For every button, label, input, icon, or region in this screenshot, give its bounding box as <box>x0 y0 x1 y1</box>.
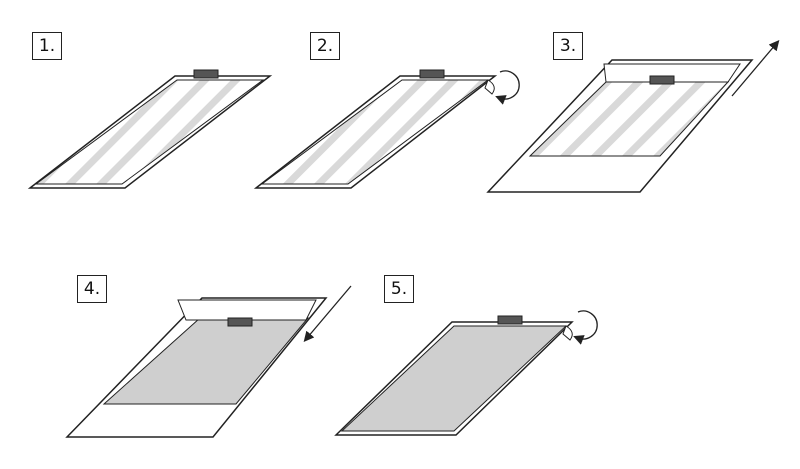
step-1-figure <box>27 69 273 189</box>
slide-up-arrow-icon <box>731 40 780 97</box>
backing-film <box>177 299 317 321</box>
step-3-label: 3. <box>553 32 583 60</box>
step-5-label: 5. <box>384 275 414 303</box>
step-2-figure <box>253 69 520 189</box>
backing-film <box>603 63 741 83</box>
pull-tab <box>227 317 253 327</box>
pull-tab <box>193 69 219 79</box>
peel-corner <box>484 79 495 95</box>
slide-down-arrow-icon <box>303 285 352 342</box>
step-4-figure <box>65 285 352 438</box>
rotate-arrow-icon <box>573 310 598 345</box>
peel-corner <box>562 325 573 341</box>
step-5-figure <box>334 310 598 436</box>
gray-protector <box>340 325 568 432</box>
pull-tab <box>649 75 675 85</box>
gray-protector <box>102 317 310 405</box>
striped-film <box>34 79 265 185</box>
pull-tab <box>497 315 523 325</box>
rotate-arrow-icon <box>495 70 520 105</box>
step-3-figure <box>486 40 780 193</box>
step-2-label: 2. <box>310 32 340 60</box>
step-4-label: 4. <box>77 275 107 303</box>
step-1-label: 1. <box>32 32 62 60</box>
pull-tab <box>419 69 445 79</box>
